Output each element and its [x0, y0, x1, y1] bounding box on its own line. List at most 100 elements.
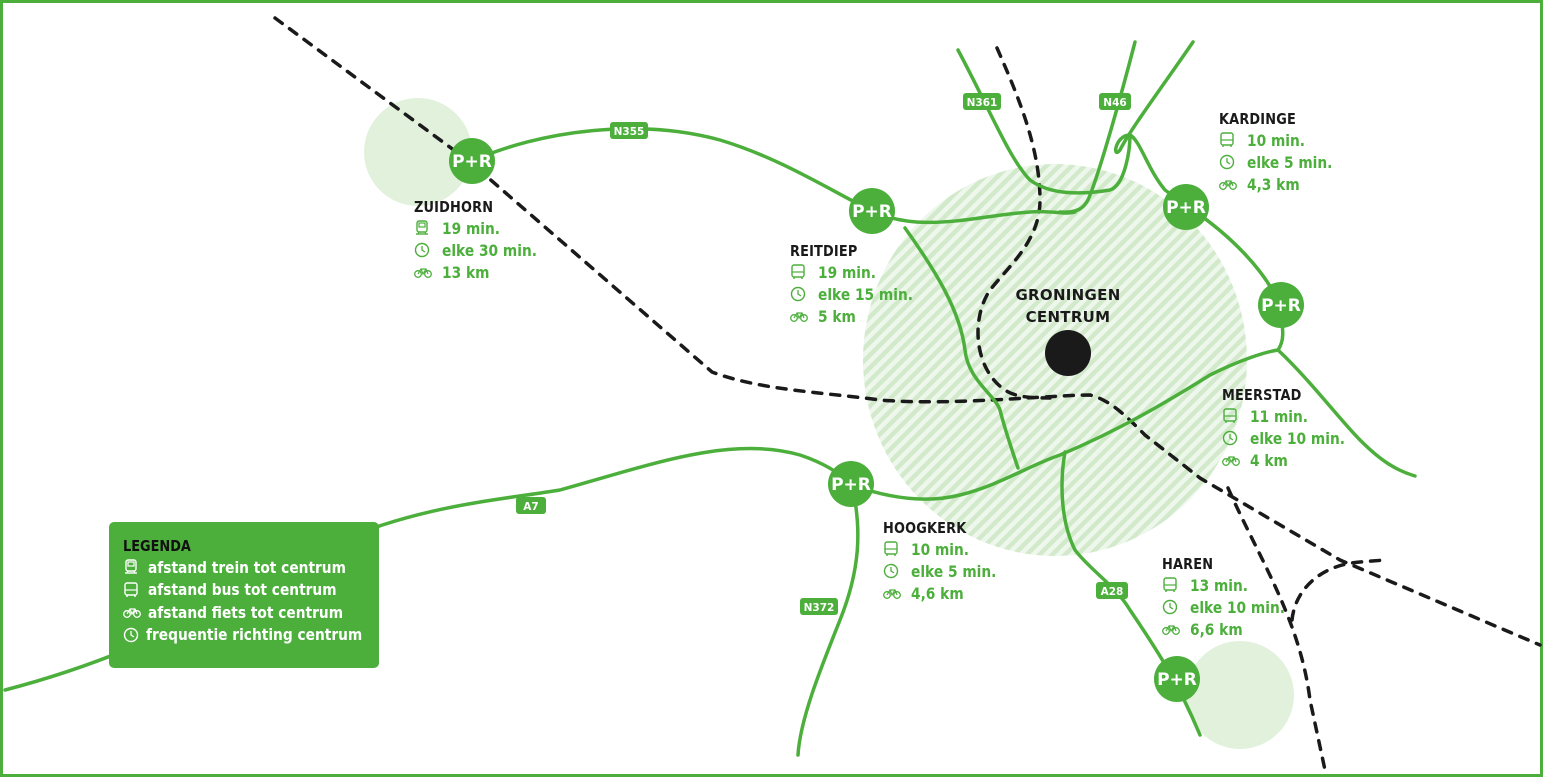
road-n361 [956, 48, 1132, 195]
svg-text:N372: N372 [804, 602, 835, 614]
bus-icon [883, 541, 901, 557]
frequency-row: elke 30 min. [414, 239, 552, 261]
bike-distance: 4,6 km [911, 583, 964, 603]
svg-text:P+R: P+R [852, 202, 892, 222]
station-name: ZUIDHORN [414, 198, 494, 216]
travel-time-row: 10 min. [883, 538, 1010, 560]
road-n355 [468, 127, 872, 212]
center-label-line1: GRONINGEN [1015, 286, 1120, 304]
svg-text:N355: N355 [614, 126, 645, 138]
pr-marker-hoogkerk[interactable]: P+R [828, 461, 874, 507]
frequency: elke 30 min. [442, 240, 537, 260]
svg-text:N361: N361 [967, 97, 998, 109]
pr-marker-zuidhorn[interactable]: P+R [449, 138, 495, 184]
clock-icon [1222, 430, 1240, 446]
bike-icon [1219, 176, 1237, 192]
bike-distance-row: 6,6 km [1162, 618, 1300, 640]
travel-time-row: 19 min. [414, 217, 552, 239]
railway-branch [1290, 558, 1387, 622]
legend-item: afstand bus tot centrum [123, 579, 379, 602]
svg-text:P+R: P+R [831, 475, 871, 495]
clock-icon [790, 286, 808, 302]
frequency-row: elke 5 min. [883, 560, 1010, 582]
road-n46 [1058, 40, 1137, 214]
clock-icon [883, 563, 901, 579]
travel-time-row: 10 min. [1219, 129, 1346, 151]
road-reitdiep-south [903, 226, 1020, 470]
road-label-n361: N361 [963, 93, 1001, 110]
road-label-n355: N355 [610, 122, 648, 139]
bike-icon [1222, 452, 1240, 468]
bike-distance: 13 km [442, 262, 490, 282]
road-label-n372: N372 [800, 598, 838, 615]
bike-distance: 5 km [818, 306, 856, 326]
train-icon [123, 559, 141, 575]
frequency: elke 5 min. [911, 561, 997, 581]
travel-time: 13 min. [1190, 575, 1249, 595]
clock-icon [123, 627, 139, 643]
bus-icon [123, 582, 141, 598]
bike-icon [414, 264, 432, 280]
bike-distance: 4 km [1250, 450, 1288, 470]
bike-distance-row: 5 km [790, 305, 928, 327]
railway-north [976, 46, 1052, 400]
station-info-meerstad: MEERSTAD 11 min. elke 10 min. 4 km [1222, 385, 1360, 471]
legend-label: frequentie richting centrum [146, 625, 363, 645]
legend-label: afstand trein tot centrum [148, 557, 346, 577]
bike-distance-row: 4,6 km [883, 582, 1010, 604]
road-label-a28: A28 [1096, 582, 1128, 599]
travel-time-row: 13 min. [1162, 574, 1300, 596]
bus-icon [1222, 408, 1240, 424]
pr-marker-meerstad[interactable]: P+R [1258, 282, 1304, 328]
legend-label: afstand fiets tot centrum [148, 602, 344, 622]
frequency: elke 10 min. [1250, 428, 1345, 448]
train-icon [414, 220, 432, 236]
travel-time: 19 min. [442, 218, 501, 238]
bike-distance: 4,3 km [1247, 174, 1300, 194]
travel-time: 10 min. [1247, 130, 1306, 150]
station-info-kardinge: KARDINGE 10 min. elke 5 min. 4,3 km [1219, 109, 1346, 195]
pr-marker-kardinge[interactable]: P+R [1163, 184, 1209, 230]
station-name: KARDINGE [1219, 110, 1296, 128]
railway-zuidhorn [273, 16, 1542, 647]
bus-icon [1162, 577, 1180, 593]
frequency-row: elke 10 min. [1222, 427, 1360, 449]
svg-text:P+R: P+R [1261, 296, 1301, 316]
frequency: elke 5 min. [1247, 152, 1333, 172]
svg-text:P+R: P+R [1166, 198, 1206, 218]
legend-label: afstand bus tot centrum [148, 580, 337, 600]
pr-marker-haren[interactable]: P+R [1154, 656, 1200, 702]
station-info-haren: HAREN 13 min. elke 10 min. 6,6 km [1162, 554, 1300, 640]
center-label-line2: CENTRUM [1026, 308, 1111, 326]
svg-text:N46: N46 [1103, 97, 1126, 109]
station-name: MEERSTAD [1222, 386, 1302, 404]
clock-icon [1162, 599, 1180, 615]
legend-item: afstand fiets tot centrum [123, 601, 379, 624]
station-name: HOOGKERK [883, 519, 967, 537]
travel-time: 19 min. [818, 262, 877, 282]
road-hoogkerk-city [850, 348, 1280, 501]
station-name: REITDIEP [790, 242, 858, 260]
legend-item: frequentie richting centrum [123, 624, 379, 647]
travel-time: 11 min. [1250, 406, 1309, 426]
zuidhorn-catchment-area [364, 98, 472, 206]
bike-distance-row: 4,3 km [1219, 173, 1346, 195]
road-meerstad [1276, 348, 1417, 478]
bike-distance-row: 4 km [1222, 449, 1360, 471]
frequency: elke 15 min. [818, 284, 913, 304]
svg-text:A7: A7 [523, 501, 538, 513]
haren-catchment-area [1186, 641, 1294, 749]
bike-icon [123, 604, 141, 620]
bike-distance-row: 13 km [414, 261, 552, 283]
bus-icon [1219, 132, 1237, 148]
bus-icon [790, 264, 808, 280]
bike-icon [1162, 621, 1180, 637]
frequency-row: elke 15 min. [790, 283, 928, 305]
svg-text:P+R: P+R [1157, 670, 1197, 690]
legend-box: LEGENDA afstand trein tot centrum afstan… [109, 522, 379, 668]
travel-time: 10 min. [911, 539, 970, 559]
svg-text:P+R: P+R [452, 152, 492, 172]
pr-marker-reitdiep[interactable]: P+R [849, 188, 895, 234]
